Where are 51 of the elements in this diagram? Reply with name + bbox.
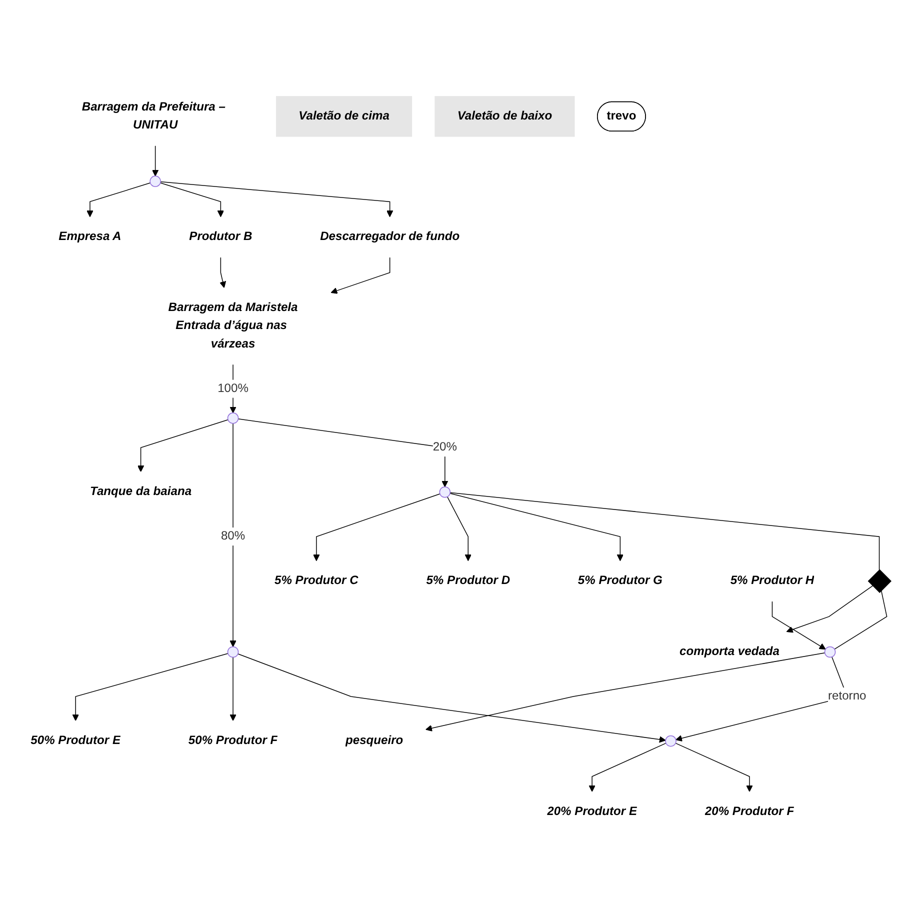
- node-box: Valetão de cima: [276, 96, 412, 137]
- arrow: [426, 652, 826, 732]
- arrow: [238, 418, 448, 487]
- node-text: 20% Produtor E: [547, 804, 637, 818]
- arrow: [446, 496, 472, 561]
- node-text: Tanque da baiana: [90, 485, 192, 498]
- connector: [450, 492, 880, 570]
- node-point: [439, 486, 451, 498]
- arrow: [313, 493, 440, 561]
- arrow: [786, 585, 874, 633]
- arrow: [330, 256, 390, 294]
- arrow: [238, 653, 666, 743]
- arrow: [137, 419, 228, 472]
- arrow: [450, 492, 624, 561]
- node-text: 50% Produtor F: [188, 734, 278, 747]
- arrow: [220, 256, 226, 288]
- arrow: [86, 182, 151, 217]
- node-text: comporta vedada: [680, 645, 780, 658]
- node-text: Barragem da Maristela Entrada d’água nas várzeas: [168, 301, 298, 350]
- arrow: [675, 742, 753, 792]
- node-text: pesqueiro: [346, 734, 404, 747]
- edge-label: retorno: [828, 690, 866, 702]
- node-text: Descarregador de fundo: [320, 230, 460, 244]
- node-point: [227, 412, 239, 424]
- node-text: 50% Produtor E: [30, 734, 121, 747]
- node-text: Barragem da Prefeitura – UNITAU: [82, 100, 226, 132]
- node-text: 5% Produtor D: [426, 574, 510, 587]
- arrow: [72, 652, 228, 721]
- node-text: 5% Produtor G: [578, 574, 662, 587]
- arrow: [230, 422, 236, 647]
- connector: [834, 590, 888, 650]
- node-point: [150, 176, 161, 187]
- node-circle: [824, 646, 836, 658]
- arrow: [772, 600, 826, 650]
- node-text: 20% Produtor F: [704, 804, 794, 818]
- arrow: [160, 182, 224, 217]
- arrow: [230, 656, 236, 721]
- arrow: [160, 181, 394, 217]
- node-text: 5% Produtor H: [730, 574, 814, 587]
- node-diamond: [868, 569, 892, 593]
- node-text: Produtor B: [189, 230, 252, 244]
- node-text: 5% Produtor C: [274, 574, 358, 587]
- edge-label: 20%: [432, 440, 457, 454]
- arrow: [588, 742, 666, 792]
- node-point: [665, 735, 676, 747]
- node-box: Valetão de baixo: [434, 96, 575, 137]
- edge-label: 100%: [218, 382, 248, 395]
- arrow: [152, 145, 159, 176]
- node-text: Empresa A: [58, 230, 122, 244]
- node-point: [227, 646, 239, 658]
- edge-label: 80%: [220, 530, 246, 542]
